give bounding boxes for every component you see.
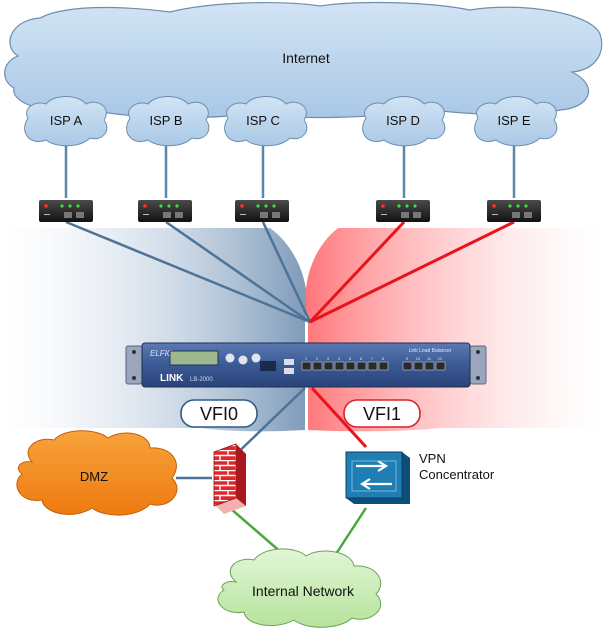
- load-balancer-appliance: ELFIQ LINK LB-2000 Link Load Balancer 1 …: [125, 342, 487, 388]
- vpn-link: [310, 386, 368, 449]
- isp-label: ISP B: [149, 113, 182, 128]
- vfi1-text: VFI1: [363, 404, 401, 424]
- isp-label: ISP A: [50, 113, 83, 128]
- dmz-cloud: DMZ: [16, 430, 178, 516]
- port-number: 7: [371, 356, 374, 361]
- port-number: 1: [305, 356, 308, 361]
- modem-a: [39, 200, 93, 222]
- isp-e-cloud: ISP E: [474, 96, 558, 147]
- nav-button: [238, 355, 248, 365]
- firewall-icon: [213, 443, 246, 514]
- port-number: 10: [416, 356, 421, 361]
- nav-button: [251, 353, 261, 363]
- lcd-display: [169, 350, 219, 366]
- internet-cloud: Internet: [4, 1, 603, 119]
- isp-uplinks: [64, 146, 516, 198]
- vfi0-text: VFI0: [200, 404, 238, 424]
- device-brand: ELFIQ: [150, 349, 173, 358]
- vfi0-label: VFI0: [180, 399, 258, 428]
- vpn-label-line2: Concentrator: [419, 467, 495, 482]
- isp-label: ISP E: [497, 113, 530, 128]
- modem-d: [376, 200, 430, 222]
- isp-c-cloud: ISP C: [224, 96, 308, 147]
- ethernet-ports: [301, 361, 446, 371]
- isp-a-cloud: ISP A: [24, 96, 108, 147]
- vpn-label-line1: VPN: [419, 451, 446, 466]
- port-number: 4: [338, 356, 341, 361]
- port-number: 11: [427, 356, 432, 361]
- port-number: 8: [382, 356, 385, 361]
- port-number: 9: [406, 356, 409, 361]
- internet-label: Internet: [282, 50, 330, 66]
- isp-b-cloud: ISP B: [126, 96, 210, 147]
- modem-b: [138, 200, 192, 222]
- isp-label: ISP D: [386, 113, 420, 128]
- modem-c: [235, 200, 289, 222]
- isp-label: ISP C: [246, 113, 280, 128]
- modem-e: [487, 200, 541, 222]
- internal-network-cloud: Internal Network: [217, 548, 382, 628]
- product-label: Link Load Balancer: [409, 348, 452, 354]
- device-model-number: LB-2000: [190, 377, 213, 383]
- port-number: 2: [316, 356, 319, 361]
- wan-links-red: [308, 220, 515, 324]
- port-number-labels: 1 2 3 4 5 6 7 8 9 10 11 12: [305, 356, 443, 361]
- vfi1-label: VFI1: [343, 399, 421, 428]
- port-number: 6: [360, 356, 363, 361]
- nav-button: [225, 353, 235, 363]
- vpn-concentrator-icon: [345, 451, 410, 504]
- port-number: 12: [438, 356, 443, 361]
- port-number: 5: [349, 356, 352, 361]
- port-number: 3: [327, 356, 330, 361]
- vfi1-zone: [305, 228, 606, 432]
- device-model: LINK: [160, 373, 184, 384]
- internal-network-label: Internal Network: [252, 583, 355, 599]
- wan-links-blue: [65, 220, 312, 324]
- dmz-label: DMZ: [80, 469, 108, 484]
- isp-d-cloud: ISP D: [362, 96, 446, 147]
